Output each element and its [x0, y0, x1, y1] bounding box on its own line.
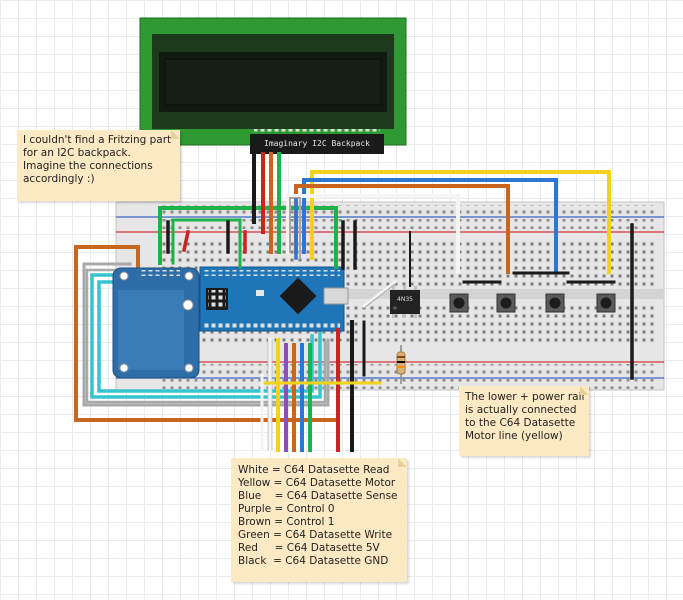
wire-yellow-top — [310, 170, 611, 274]
resistor — [396, 345, 406, 384]
wire-gray-diagonal — [361, 279, 398, 309]
push-button-3 — [545, 293, 565, 313]
wires-front — [158, 152, 634, 452]
arduino-nano — [199, 266, 349, 332]
note-line: Motor line (yellow) — [465, 430, 563, 442]
note-wire-legend: White = C64 Datasette Read Yellow = C64 … — [231, 458, 407, 582]
note-line: accordingly :) — [23, 173, 95, 185]
wire-green-top — [158, 206, 338, 269]
wire-cyan-loop-outer — [90, 273, 322, 399]
note-line: I couldn't find a Fritzing part — [23, 134, 172, 146]
push-buttons — [449, 293, 616, 313]
note-line: is actually connected — [465, 404, 577, 416]
sd-card-board — [112, 267, 200, 379]
legend-line: Brown = Control 1 — [238, 516, 335, 528]
wire-blue-top — [302, 178, 558, 274]
wire-white-down-outline — [267, 339, 273, 451]
wire-gray-top — [289, 197, 301, 259]
legend-line: Green = C64 Datasette Write — [238, 529, 393, 541]
note-fold-icon — [171, 130, 180, 139]
note-i2c-backpack: I couldn't find a Fritzing part for an I… — [17, 130, 180, 201]
push-button-2 — [496, 293, 516, 313]
legend-line: Red = C64 Datasette 5V — [238, 542, 380, 554]
note-line: Imagine the connections — [23, 160, 153, 172]
wire-gray-diagonal-outline — [363, 283, 396, 309]
note-line: for an I2C backpack. — [23, 147, 131, 159]
backpack-label: Imaginary I2C Backpack — [264, 139, 370, 148]
note-line: The lower + power rail — [465, 391, 585, 403]
wire-white-top — [286, 194, 460, 274]
legend-line: Purple = Control 0 — [238, 503, 335, 515]
lcd-display — [139, 17, 407, 146]
note-fold-icon — [398, 458, 407, 467]
legend-line: Black = C64 Datasette GND — [238, 555, 389, 567]
i2c-backpack — [250, 129, 384, 154]
chip-label: 4N35 — [397, 296, 413, 303]
wire-red-j1 — [181, 229, 191, 253]
push-button-1 — [449, 293, 469, 313]
wire-green-short — [171, 218, 242, 269]
legend-line: Blue = C64 Datasette Sense — [238, 490, 398, 502]
note-power-rail: The lower + power rail is actually conne… — [459, 386, 589, 456]
note-fold-icon — [580, 386, 589, 395]
legend-line: Yellow = C64 Datasette Motor — [238, 477, 396, 489]
wire-black-right — [341, 220, 357, 270]
push-button-4 — [596, 293, 616, 313]
legend-line: White = C64 Datasette Read — [238, 464, 390, 476]
note-line: to the C64 Datasette — [465, 417, 576, 429]
optocoupler-chip — [390, 286, 420, 318]
